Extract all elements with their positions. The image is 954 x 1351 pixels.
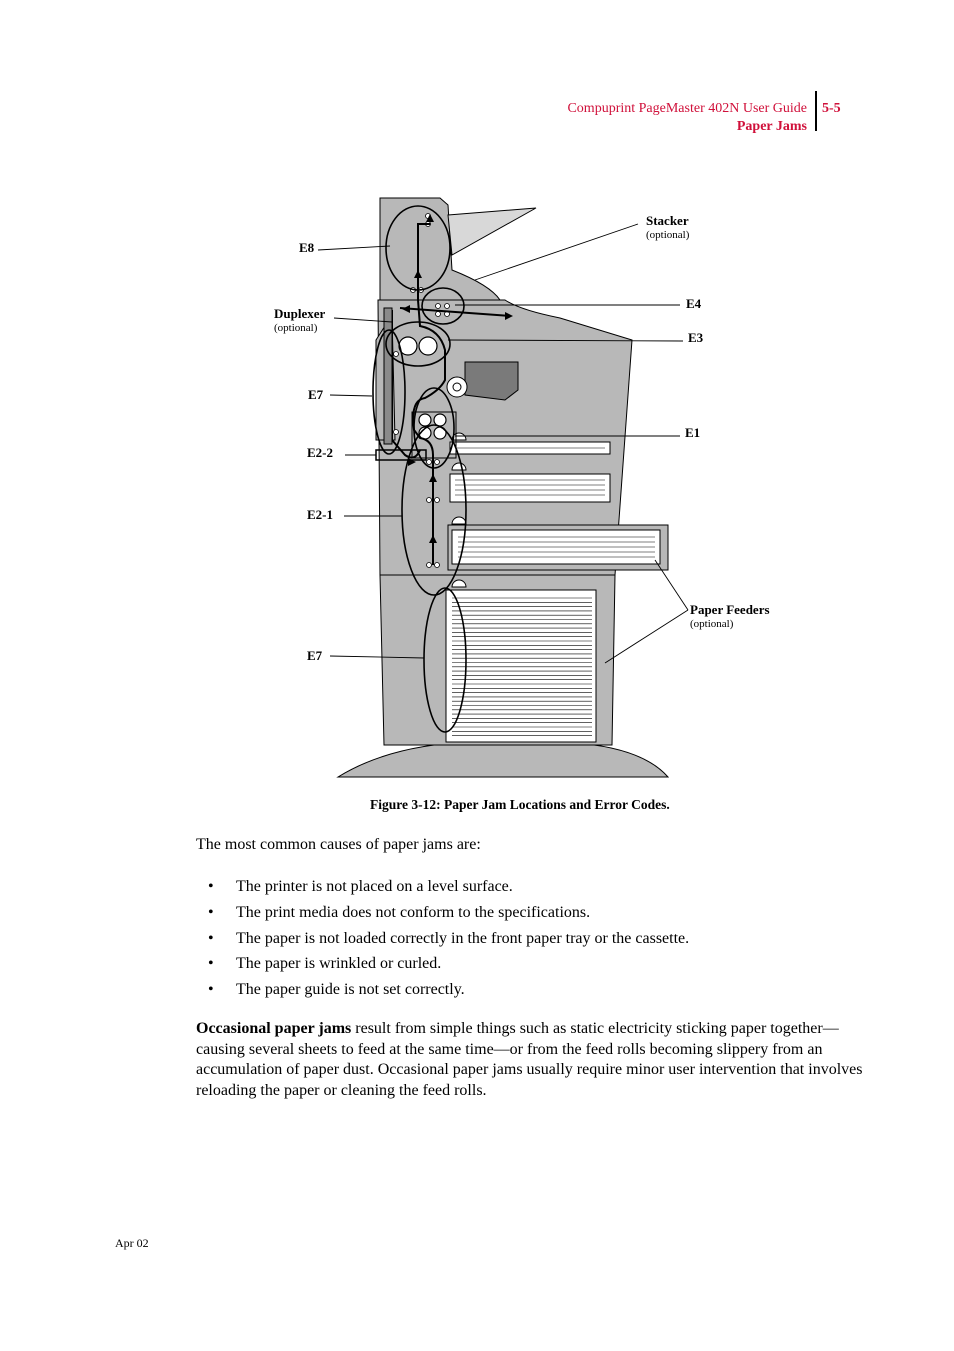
list-item: •The printer is not placed on a level su… [208, 878, 513, 895]
list-item: •The print media does not conform to the… [208, 903, 591, 921]
label-e8: E8 [299, 240, 315, 255]
bullet-glyph: • [208, 955, 214, 973]
bullet-glyph: • [208, 903, 214, 921]
paper-path-main [412, 270, 446, 565]
label-stacker-note: (optional) [646, 229, 690, 241]
paper-tray-4 [445, 589, 597, 743]
jam-zone-e4 [421, 287, 465, 325]
list-item: •The paper is wrinkled or curled. [208, 955, 442, 973]
paper-path-output [399, 307, 511, 317]
footer-date: Apr 02 [115, 1236, 149, 1250]
jam-zone-e3 [385, 321, 451, 367]
label-e1: E1 [685, 425, 701, 440]
list-item: •The paper guide is not set correctly. [208, 981, 465, 999]
intro-text: The most common causes of paper jams are… [196, 836, 481, 853]
list-item: •The paper is not loaded correctly in th… [208, 929, 690, 947]
bullet-glyph: • [208, 878, 214, 895]
label-paper-feeders-note: (optional) [690, 618, 734, 630]
jam-zone-e2 [401, 424, 467, 596]
paper-tray-2 [449, 473, 611, 503]
label-stacker: Stacker [646, 213, 689, 228]
jam-zone-e8 [385, 205, 451, 291]
label-e7-bottom: E7 [307, 648, 323, 663]
page-number: 5-5 [822, 101, 841, 116]
stacker-output-tray [447, 207, 537, 256]
label-e2-1: E2-1 [307, 507, 333, 522]
bullet-glyph: • [208, 929, 214, 947]
header-divider [815, 91, 817, 131]
para-body: result from simple things such as static… [196, 1020, 863, 1100]
printer-middle-body [377, 299, 633, 576]
label-duplexer-note: (optional) [274, 322, 318, 334]
causes-list: •The printer is not placed on a level su… [196, 877, 689, 1006]
printer-base [336, 741, 670, 778]
jam-zone-e7-top [372, 329, 406, 455]
label-duplexer: Duplexer [274, 306, 326, 321]
label-e2-2: E2-2 [307, 445, 333, 460]
figure-caption: Figure 3-12: Paper Jam Locations and Err… [370, 797, 670, 812]
jam-zone-e1 [413, 387, 455, 469]
bullet-glyph: • [208, 981, 214, 999]
para-lead-in: Occasional paper jams [196, 1020, 352, 1037]
toner-cartridge [464, 361, 519, 401]
running-header-section: Paper Jams [736, 119, 807, 134]
label-e4: E4 [686, 296, 702, 311]
running-header-title: Compuprint PageMaster 402N User Guide [567, 101, 807, 116]
printer-diagram [317, 197, 689, 778]
label-paper-feeders: Paper Feeders [690, 602, 770, 617]
label-e7-top: E7 [308, 387, 324, 402]
jam-zone-e7-bottom [423, 587, 467, 733]
label-e3: E3 [688, 330, 704, 345]
occasional-jams-paragraph: Occasional paper jams result from simple… [196, 1019, 876, 1102]
